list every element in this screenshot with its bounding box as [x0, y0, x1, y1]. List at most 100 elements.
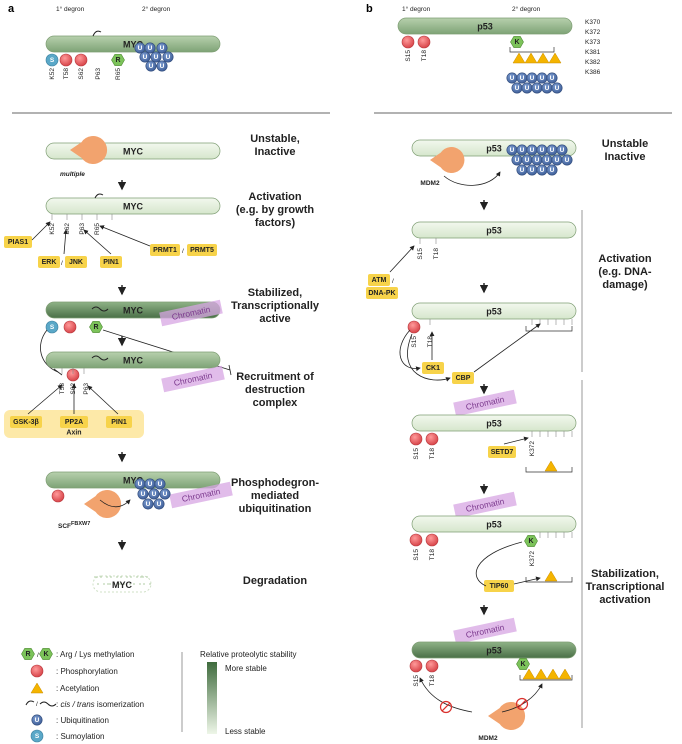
panel-label-a: a [8, 3, 15, 15]
degraded-fragment [107, 583, 109, 585]
phosphorylation-mark [409, 432, 423, 446]
myc-bar-ubiquitination-label: MYC [123, 476, 144, 486]
acetyl-mark-final [558, 668, 572, 680]
myc-bar-recruitment [45, 351, 221, 369]
ubiquitin-chain-overview-label: U [160, 63, 165, 70]
pp2a-chip [60, 416, 88, 428]
myc-stage-stabilized-line-3: active [259, 313, 290, 325]
ubiquitin-cluster-p53-label: U [530, 167, 535, 174]
ubiquitin-cluster-p53 [546, 164, 558, 176]
ck1-loop-arrow [399, 329, 421, 372]
jnk-chip [65, 256, 87, 268]
arrow [83, 229, 112, 255]
ubiquitin-cluster-p53-label: U [525, 157, 530, 164]
myc-bar-overview-label: MYC [123, 40, 144, 50]
ubiquitin-cluster-p53-label: U [520, 147, 525, 154]
degraded-fragment [140, 576, 142, 578]
chromatin-recruitment [161, 365, 225, 393]
sumoylation-mark [45, 53, 59, 67]
p53-bar-stab-3-label: p53 [486, 646, 502, 656]
acetyl-mark-overview [536, 52, 550, 64]
mdm2-pacman [430, 147, 465, 173]
arrow [63, 229, 69, 255]
ubiquitin-cluster-p53-label: U [515, 157, 520, 164]
p53-k372-st2: K372 [529, 551, 536, 567]
p53-bar-stab-1 [411, 414, 577, 432]
cbp-chip [452, 372, 474, 384]
ubiquitin-chain-overview [156, 60, 168, 72]
ubiquitin-cluster-overview-label: U [550, 75, 555, 82]
legend-isomerization: : cis / trans isomerization [56, 700, 144, 709]
ubiquitin-chain-overview-label: U [154, 54, 159, 61]
atm-chip [368, 274, 390, 286]
p53-t18-act2: T18 [427, 336, 434, 348]
p53-s15-st2: S15 [413, 549, 420, 561]
myc-stage-degradation-line-1: Degradation [243, 575, 307, 587]
legend-k-hex-label: K [43, 651, 48, 658]
legend-cis-icon [25, 700, 35, 706]
ubiquitin-cluster-p53-label: U [540, 147, 545, 154]
p53-bar-activation-2-label: p53 [486, 307, 502, 317]
ubiquitin-chain-myc [148, 488, 160, 500]
trans-isomer-icon [91, 306, 109, 312]
tip60-arrow [475, 541, 523, 587]
acetyl-mark [30, 682, 44, 694]
ubiquitin-cluster-p53-label: U [540, 167, 545, 174]
atm-chip-label: ATM [372, 277, 387, 284]
mdm2-blocked-arrow-2 [501, 683, 543, 713]
p53-s15-overview: S15 [405, 50, 412, 62]
arrow [389, 245, 415, 273]
myc-bar-overview [45, 35, 221, 53]
acetyl-mark-overview [524, 52, 538, 64]
phosphorylation-mark [59, 53, 73, 67]
p53-stage-unstable-line-2: Inactive [605, 151, 646, 163]
p53-bar-stab-2-label: p53 [486, 520, 502, 530]
p53-s15-act: S15 [417, 248, 424, 260]
chromatin-p53-3 [453, 617, 517, 645]
mdm2-blocked-arrow-1 [419, 677, 473, 713]
degraded-fragment [117, 583, 119, 585]
p53-t18-act: T18 [433, 248, 440, 260]
ubiquitin-chain-myc-label: U [146, 501, 151, 508]
myc-stage-ubiquitination-line-3: ubiquitination [239, 503, 312, 515]
sumoylation-mark [30, 729, 44, 743]
scf-fbxw7-pacman [84, 490, 122, 518]
p53-stage-activation-line-2: (e.g. DNA- [598, 266, 652, 278]
p53-k372-methyl [524, 535, 538, 547]
chromatin-stabilized [159, 299, 223, 327]
sumoylation-mark-label: S [50, 57, 55, 64]
degraded-fragment [142, 576, 144, 578]
ubiquitin-chain-overview-label: U [149, 63, 154, 70]
primary-degron-label: 1° degron [56, 5, 85, 13]
acetyl-mark-final [546, 668, 560, 680]
p53-k-final-label: K [520, 661, 525, 668]
p53-secondary-degron-label: 2° degron [512, 5, 541, 13]
recruit-site-label-0: T58 [59, 383, 66, 395]
scf-fbxw7-label: SCFFBXW7 [58, 521, 90, 530]
phosphorylation-mark [401, 35, 415, 49]
inhibition-bar-2 [228, 364, 232, 376]
ubiquitin-cluster-overview-label: U [530, 75, 535, 82]
ubiquitin-cluster-p53-label: U [520, 167, 525, 174]
ubiquitin-cluster-overview-label: U [535, 85, 540, 92]
ubiquitin-chain-myc-label: U [148, 481, 153, 488]
myc-stage-activation-line-1: Activation [248, 191, 301, 203]
p53-t18-st3: T18 [429, 675, 436, 687]
chromatin-ubiq [169, 481, 233, 509]
degraded-myc-outline [92, 575, 152, 593]
ubiquitin-chain-myc-label: U [157, 501, 162, 508]
ubiquitin-chain-overview [139, 51, 151, 63]
ubiquitin-mark-label: U [35, 717, 40, 724]
gsk3b-chip-label: GSK-3β [13, 419, 39, 426]
pias1-chip-label: PIAS1 [8, 239, 28, 246]
slash3: / [392, 278, 394, 285]
myc-bar-recruitment-label: MYC [123, 356, 144, 366]
erk-chip [38, 256, 60, 268]
p53-bar-unstable-label: p53 [486, 144, 502, 154]
ubiquitin-chain-myc [137, 488, 149, 500]
p53-k-final [516, 658, 530, 670]
degraded-fragment [139, 583, 141, 585]
degraded-fragment [133, 583, 135, 585]
myc-site-label-4: R65 [115, 68, 122, 80]
arrow [87, 385, 119, 415]
